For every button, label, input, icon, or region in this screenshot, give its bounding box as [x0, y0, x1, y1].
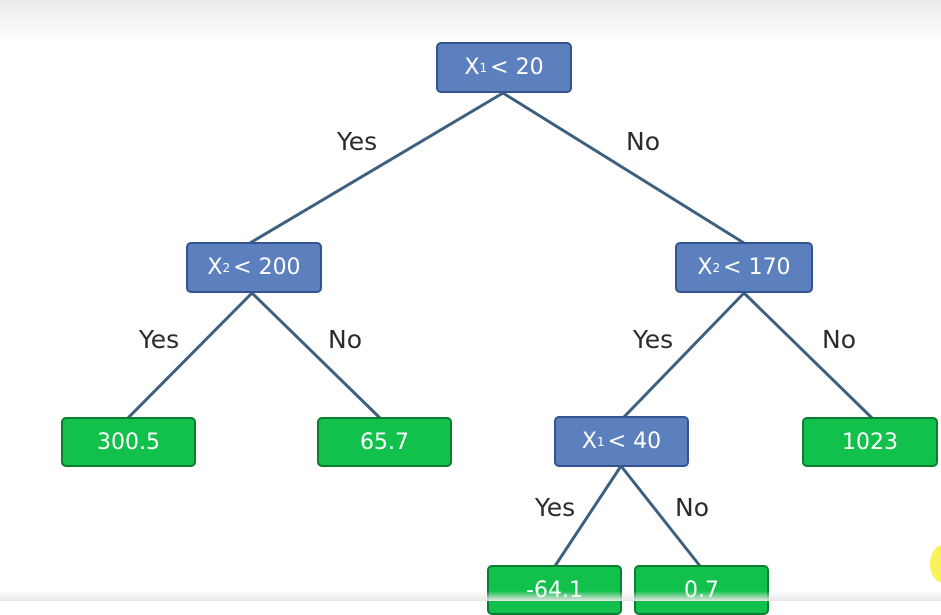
right-node-op: < 170: [723, 255, 791, 280]
cursor-highlight: [930, 545, 941, 583]
leaf-node-ll: 300.5: [61, 417, 196, 467]
leaf-node-ll-value: 300.5: [97, 429, 160, 455]
right-left-node-var: X: [581, 429, 597, 454]
leaf-node-rlr: 0.7: [634, 565, 769, 615]
right-node-var: X: [697, 255, 713, 280]
edge-rl-leaf-rlr: [619, 465, 702, 567]
edge-label-root-yes: Yes: [336, 127, 378, 156]
edge-label-rl-yes: Yes: [534, 493, 576, 522]
edge-root-left: [249, 91, 504, 245]
left-node-op: < 200: [233, 255, 301, 280]
edge-label-left-yes: Yes: [138, 325, 180, 354]
left-node-var: X: [207, 255, 223, 280]
tree-edges: [126, 91, 874, 567]
edge-label-root-no: No: [626, 127, 660, 156]
leaf-node-lr-value: 65.7: [360, 429, 409, 455]
root-node-sub: 1: [479, 60, 488, 75]
edge-left-leaf-lr: [250, 291, 382, 420]
leaf-node-rr: 1023: [802, 417, 938, 467]
right-left-node-op: < 40: [607, 429, 662, 454]
right-left-node-sub: 1: [597, 434, 605, 449]
edge-label-right-no: No: [822, 325, 856, 354]
left-node-sub: 2: [222, 260, 231, 275]
edge-label-left-no: No: [328, 325, 362, 354]
root-node-var: X: [464, 55, 480, 80]
edge-root-right: [502, 91, 745, 245]
edge-left-leaf-ll: [126, 291, 254, 420]
top-shading: [0, 0, 941, 44]
leaf-node-lr: 65.7: [317, 417, 452, 467]
edge-right-leaf-rr: [742, 291, 874, 420]
leaf-node-rr-value: 1023: [842, 429, 898, 455]
edge-rl-leaf-rll: [553, 465, 623, 567]
bottom-shading: [0, 591, 941, 601]
edge-label-rl-no: No: [675, 493, 709, 522]
root-node-op: < 20: [490, 55, 544, 80]
edge-label-right-yes: Yes: [632, 325, 674, 354]
edge-right-rl: [621, 291, 746, 420]
right-node-sub: 2: [712, 260, 721, 275]
leaf-node-rll: -64.1: [487, 565, 622, 615]
